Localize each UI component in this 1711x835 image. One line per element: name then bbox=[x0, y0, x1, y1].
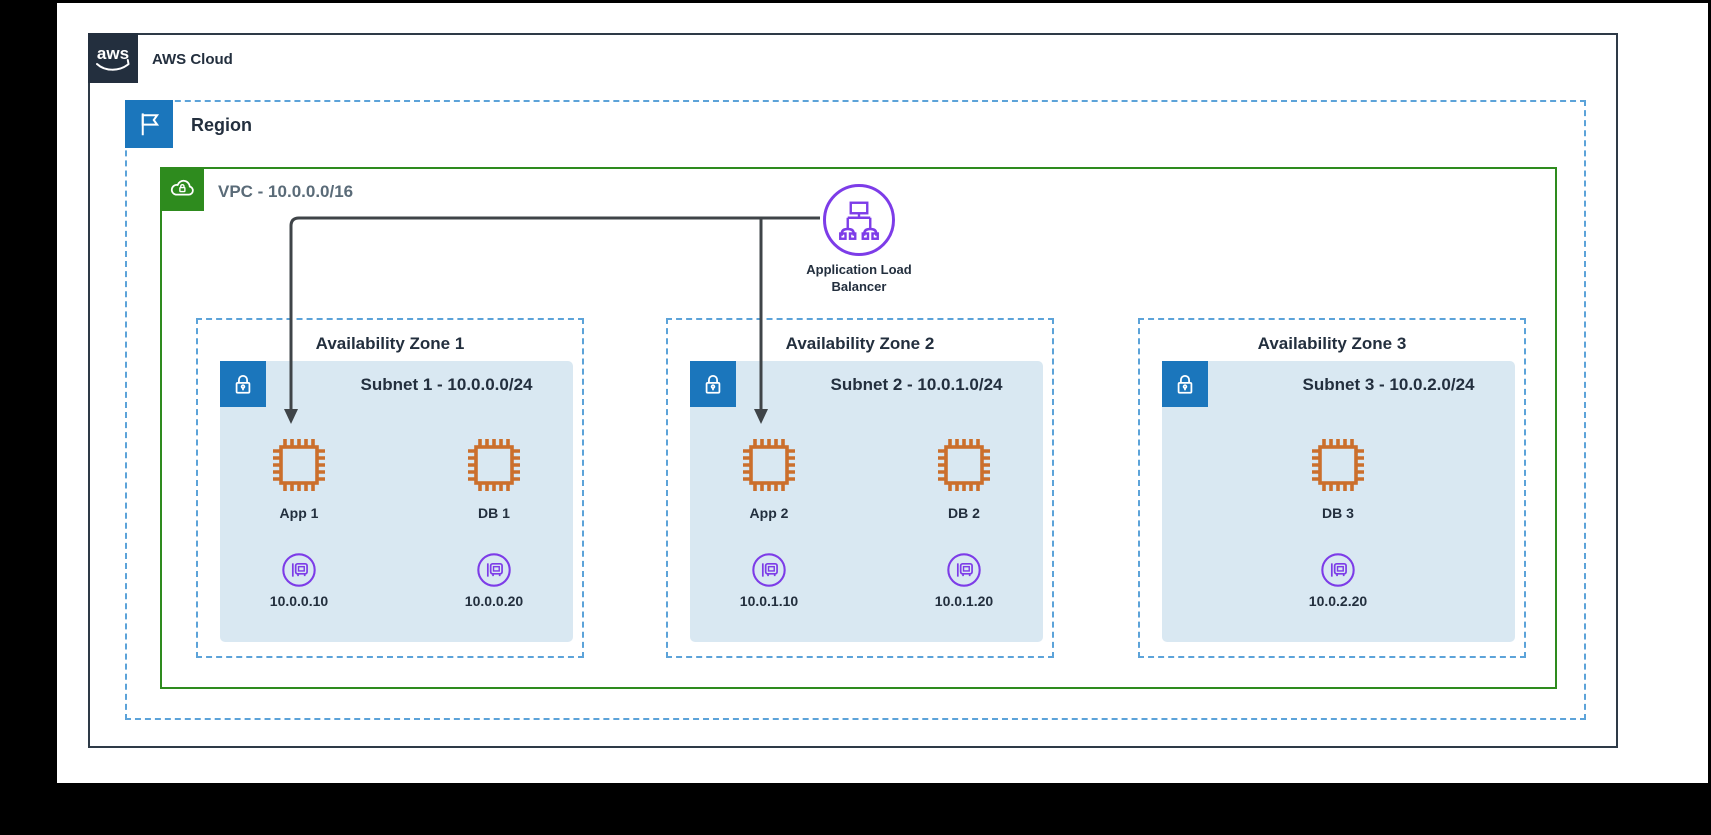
region-flag-icon bbox=[125, 100, 173, 148]
eni-app2: 10.0.1.10 bbox=[709, 551, 829, 609]
ec2-instance-icon bbox=[1312, 439, 1364, 491]
ip-label: 10.0.2.20 bbox=[1308, 593, 1368, 609]
ip-label: 10.0.1.10 bbox=[739, 593, 799, 609]
ec2-instance-icon bbox=[743, 439, 795, 491]
instance-label: DB 2 bbox=[948, 505, 980, 521]
subnet-2: Subnet 2 - 10.0.1.0/24 App 2 bbox=[690, 361, 1043, 642]
application-load-balancer: Application Load Balancer bbox=[769, 184, 949, 295]
subnet-1: Subnet 1 - 10.0.0.0/24 App 1 bbox=[220, 361, 573, 642]
ip-label: 10.0.0.20 bbox=[464, 593, 524, 609]
instance-app1: App 1 bbox=[239, 433, 359, 521]
aws-cloud-group: aws AWS Cloud Region bbox=[88, 33, 1618, 748]
aws-cloud-label: AWS Cloud bbox=[152, 51, 233, 68]
ip-label: 10.0.1.20 bbox=[934, 593, 994, 609]
subnet2-title: Subnet 2 - 10.0.1.0/24 bbox=[830, 375, 1003, 394]
instance-label: App 1 bbox=[279, 505, 319, 521]
eni-db1: 10.0.0.20 bbox=[434, 551, 554, 609]
network-interface-icon bbox=[752, 553, 786, 587]
availability-zone-3: Availability Zone 3 Subnet 3 - 10.0.2.0/… bbox=[1138, 318, 1526, 658]
instance-db1: DB 1 bbox=[434, 433, 554, 521]
eni-app1: 10.0.0.10 bbox=[239, 551, 359, 609]
az3-title: Availability Zone 3 bbox=[1257, 334, 1407, 353]
ec2-instance-icon bbox=[273, 439, 325, 491]
availability-zone-2: Availability Zone 2 Subnet 2 - 10.0.1.0/… bbox=[666, 318, 1054, 658]
instance-app2: App 2 bbox=[709, 433, 829, 521]
network-interface-icon bbox=[1321, 553, 1355, 587]
instance-label: DB 3 bbox=[1322, 505, 1354, 521]
eni-db3: 10.0.2.20 bbox=[1278, 551, 1398, 609]
ip-label: 10.0.0.10 bbox=[269, 593, 329, 609]
instance-label: App 2 bbox=[749, 505, 789, 521]
subnet-3: Subnet 3 - 10.0.2.0/24 DB 3 bbox=[1162, 361, 1515, 642]
subnet3-title: Subnet 3 - 10.0.2.0/24 bbox=[1302, 375, 1475, 394]
ec2-instance-icon bbox=[938, 439, 990, 491]
private-subnet-lock-icon bbox=[220, 361, 266, 407]
svg-text:aws: aws bbox=[97, 44, 129, 63]
private-subnet-lock-icon bbox=[1162, 361, 1208, 407]
subnet1-title: Subnet 1 - 10.0.0.0/24 bbox=[360, 375, 533, 394]
instance-db3: DB 3 bbox=[1278, 433, 1398, 521]
diagram-page: aws AWS Cloud Region bbox=[57, 3, 1708, 783]
vpc-group: VPC - 10.0.0.0/16 bbox=[160, 167, 1557, 689]
instance-label: DB 1 bbox=[478, 505, 510, 521]
region-group: Region VPC - 10.0.0.0/16 bbox=[125, 100, 1586, 720]
instance-db2: DB 2 bbox=[904, 433, 1024, 521]
load-balancer-icon bbox=[823, 184, 895, 256]
ec2-instance-icon bbox=[468, 439, 520, 491]
network-interface-icon bbox=[947, 553, 981, 587]
az1-title: Availability Zone 1 bbox=[315, 334, 465, 353]
load-balancer-label: Application Load Balancer bbox=[806, 262, 912, 294]
vpc-label: VPC - 10.0.0.0/16 bbox=[218, 182, 354, 201]
az2-title: Availability Zone 2 bbox=[785, 334, 935, 353]
aws-logo-icon: aws bbox=[88, 33, 138, 83]
eni-db2: 10.0.1.20 bbox=[904, 551, 1024, 609]
network-interface-icon bbox=[282, 553, 316, 587]
region-label: Region bbox=[191, 115, 252, 135]
private-subnet-lock-icon bbox=[690, 361, 736, 407]
vpc-icon bbox=[160, 167, 204, 211]
network-interface-icon bbox=[477, 553, 511, 587]
availability-zone-1: Availability Zone 1 Subnet 1 - 10.0.0.0/… bbox=[196, 318, 584, 658]
